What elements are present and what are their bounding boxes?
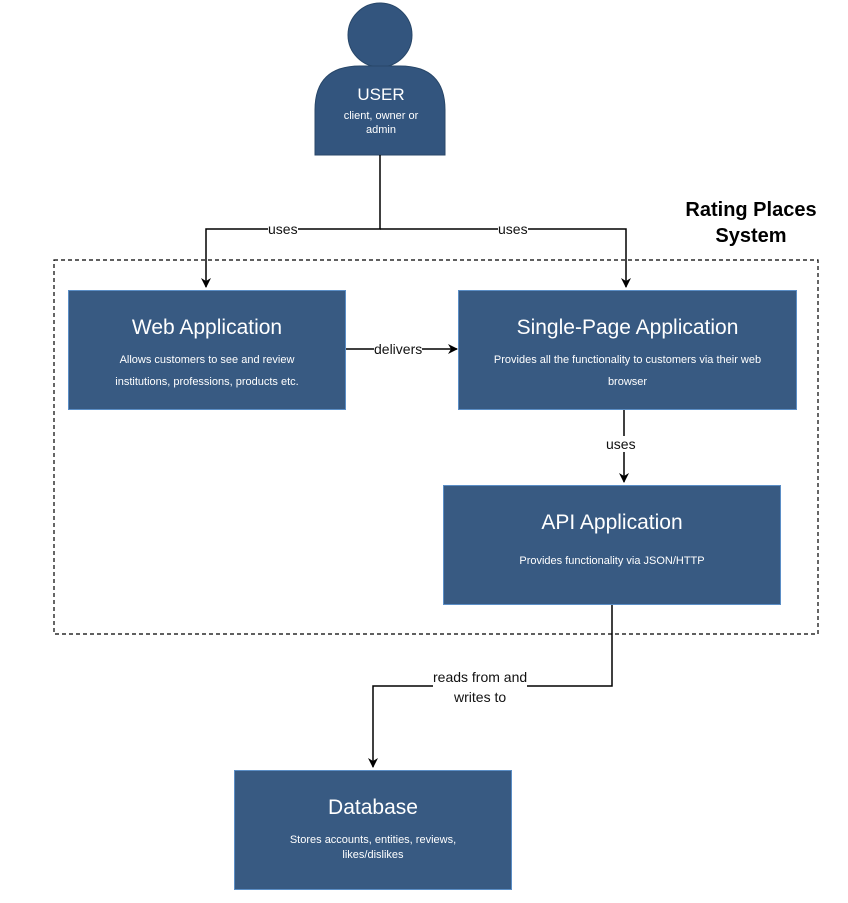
user-person-icon[interactable] bbox=[314, 2, 446, 156]
edge-label-api-to-db: reads from and writes to bbox=[433, 667, 528, 707]
edge-label-web-to-spa: delivers bbox=[374, 341, 423, 357]
edge-label-api-to-db-line2: writes to bbox=[454, 689, 507, 705]
edge-label-spa-to-api: uses bbox=[606, 436, 636, 452]
system-boundary bbox=[53, 259, 819, 635]
user-subtitle: client, owner or admin bbox=[343, 110, 419, 136]
single-page-application-box[interactable]: Single-Page Application Provides all the… bbox=[458, 290, 797, 410]
web-application-title: Web Application bbox=[131, 316, 283, 339]
boundary-title: Rating Places System bbox=[664, 197, 838, 249]
boundary-title-line1: Rating Places bbox=[685, 199, 817, 221]
api-application-box[interactable]: API Application Provides functionality v… bbox=[443, 485, 781, 605]
user-actor: USER client, owner or admin bbox=[315, 84, 447, 137]
edge-label-api-to-db-line1: reads from and bbox=[433, 669, 528, 685]
web-application-box[interactable]: Web Application Allows customers to see … bbox=[68, 290, 346, 410]
database-description: Stores accounts, entities, reviews, like… bbox=[289, 834, 457, 861]
boundary-title-line2: System bbox=[715, 225, 787, 247]
web-application-description: Allows customers to see and review insti… bbox=[115, 354, 299, 388]
edge-label-user-to-spa: uses bbox=[498, 221, 528, 237]
single-page-application-title: Single-Page Application bbox=[516, 316, 739, 339]
database-title: Database bbox=[328, 796, 418, 819]
user-title: USER bbox=[357, 85, 405, 104]
api-application-title: API Application bbox=[541, 511, 683, 534]
database-box[interactable]: Database Stores accounts, entities, revi… bbox=[234, 770, 512, 890]
api-application-description: Provides functionality via JSON/HTTP bbox=[519, 555, 705, 567]
single-page-application-description: Provides all the functionality to custom… bbox=[493, 354, 762, 388]
edge-user-to-spa bbox=[380, 228, 631, 288]
edge-label-user-to-web: uses bbox=[268, 221, 298, 237]
